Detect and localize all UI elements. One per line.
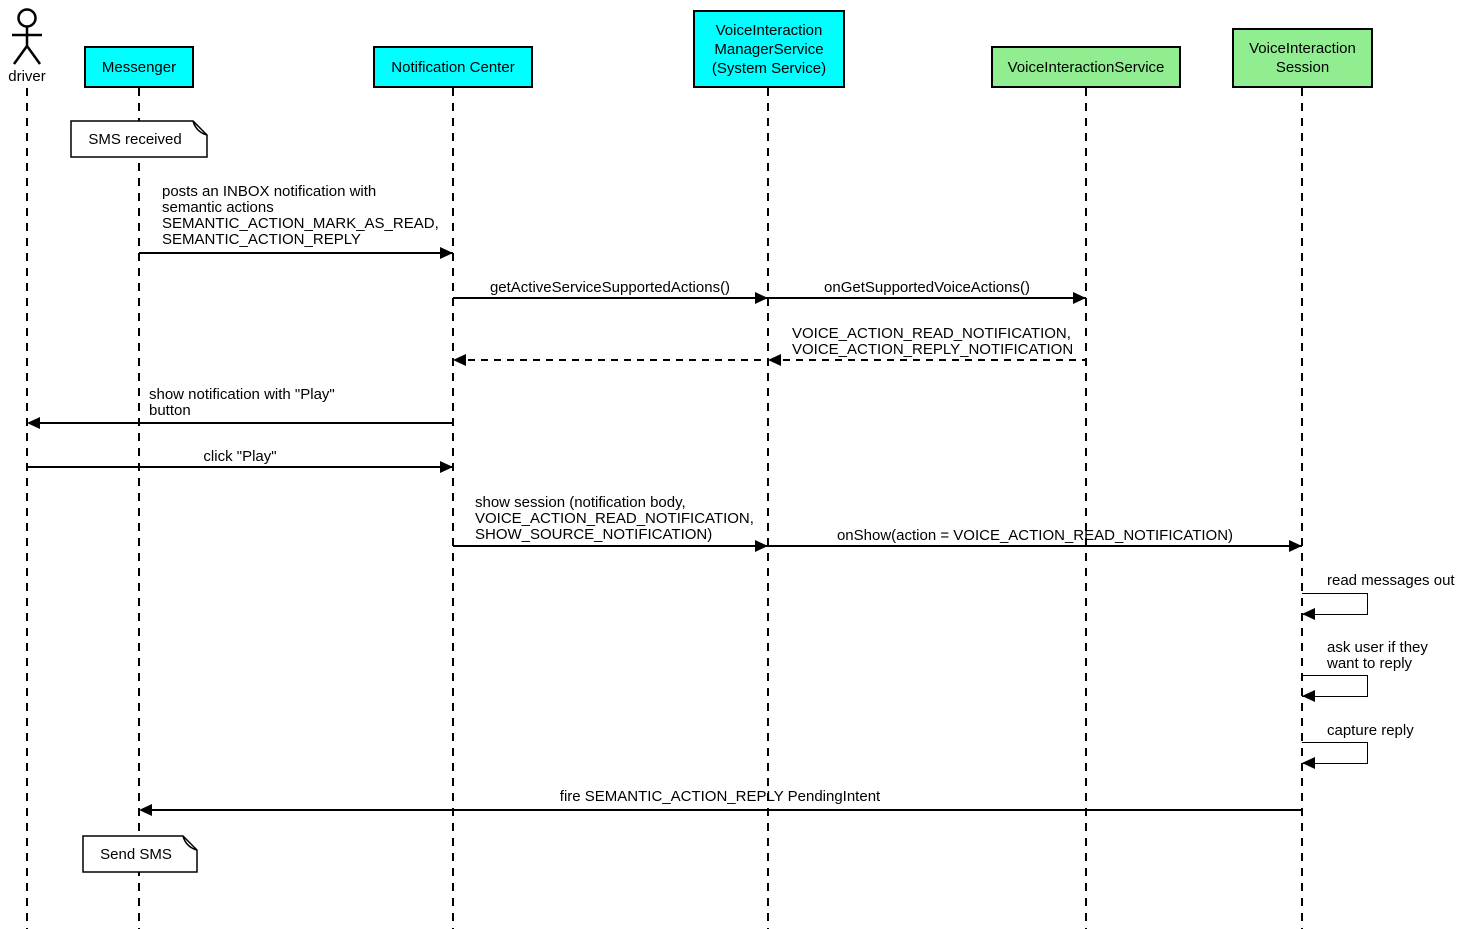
message-label-on-show: onShow(action = VOICE_ACTION_READ_NOTIFI… <box>836 527 1234 544</box>
participant-notification-center: Notification Center <box>373 46 533 88</box>
message-label-read-messages-out: read messages out <box>1327 572 1455 589</box>
note-shape <box>82 835 198 873</box>
arrowhead-right-icon <box>1289 540 1302 552</box>
lifeline-messenger <box>138 88 140 929</box>
message-line <box>453 545 768 547</box>
actor-icon <box>12 8 42 65</box>
participant-label: VoiceInteraction <box>715 21 823 39</box>
message-label-posts-inbox-notification: posts an INBOX notification with semanti… <box>162 183 439 248</box>
lifeline-driver <box>26 88 28 929</box>
message-line-dashed <box>770 359 1086 361</box>
note-sms-received: SMS received <box>70 120 208 158</box>
arrowhead-right-icon <box>755 292 768 304</box>
participant-voice-interaction-session: VoiceInteraction Session <box>1232 28 1373 88</box>
arrowhead-left-icon <box>1302 608 1315 620</box>
participant-messenger: Messenger <box>84 46 194 88</box>
participant-label: (System Service) <box>711 59 827 77</box>
message-label-get-active-service-supported-actions: getActiveServiceSupportedActions() <box>489 279 731 296</box>
message-line <box>141 809 1302 811</box>
actor-label: driver <box>8 68 46 85</box>
participant-voice-interaction-manager-service: VoiceInteraction ManagerService (System … <box>693 10 845 88</box>
lifeline-voice-interaction-session <box>1301 88 1303 929</box>
message-line <box>29 422 453 424</box>
arrowhead-left-icon <box>1302 757 1315 769</box>
arrowhead-left-icon <box>453 354 466 366</box>
message-line-dashed <box>455 359 768 361</box>
self-message-loop <box>1302 593 1368 615</box>
message-label-show-session: show session (notification body, VOICE_A… <box>475 494 754 543</box>
arrowhead-right-icon <box>755 540 768 552</box>
participant-label: VoiceInteractionService <box>1007 58 1165 76</box>
message-line <box>768 297 1086 299</box>
message-label-fire-pending-intent: fire SEMANTIC_ACTION_REPLY PendingIntent <box>559 788 881 805</box>
self-message-loop <box>1302 742 1368 764</box>
participant-label: VoiceInteraction <box>1249 40 1356 57</box>
note-text: Send SMS <box>100 845 172 863</box>
arrowhead-right-icon <box>440 461 453 473</box>
participant-voice-interaction-service: VoiceInteractionService <box>991 46 1181 88</box>
participant-label: ManagerService <box>714 40 824 58</box>
arrowhead-right-icon <box>1073 292 1086 304</box>
arrowhead-left-icon <box>1302 690 1315 702</box>
message-label-ask-user-to-reply: ask user if they want to reply <box>1327 639 1428 672</box>
self-message-loop <box>1302 675 1368 697</box>
message-label-click-play: click "Play" <box>203 448 277 465</box>
note-text: SMS received <box>88 130 182 148</box>
arrowhead-left-icon <box>27 417 40 429</box>
arrowhead-right-icon <box>440 247 453 259</box>
participant-label: Messenger <box>101 58 177 76</box>
lifeline-notification-center <box>452 88 454 929</box>
participant-label: Notification Center <box>391 58 515 76</box>
participant-label: Session <box>1275 59 1330 76</box>
note-shape <box>70 120 208 158</box>
arrowhead-left-icon <box>768 354 781 366</box>
message-label-capture-reply: capture reply <box>1327 722 1414 739</box>
message-label-show-notification: show notification with "Play" button <box>149 386 335 419</box>
message-label-on-get-supported-voice-actions: onGetSupportedVoiceActions() <box>824 279 1030 296</box>
note-send-sms: Send SMS <box>82 835 198 873</box>
message-line <box>139 252 453 254</box>
lifeline-voice-interaction-manager-service <box>767 88 769 929</box>
message-line <box>768 545 1302 547</box>
lifeline-voice-interaction-service <box>1085 88 1087 929</box>
arrowhead-left-icon <box>139 804 152 816</box>
message-label-voice-actions-return: VOICE_ACTION_READ_NOTIFICATION, VOICE_AC… <box>792 325 1074 358</box>
actor-driver: driver <box>6 8 48 85</box>
message-line <box>27 466 453 468</box>
message-line <box>453 297 768 299</box>
